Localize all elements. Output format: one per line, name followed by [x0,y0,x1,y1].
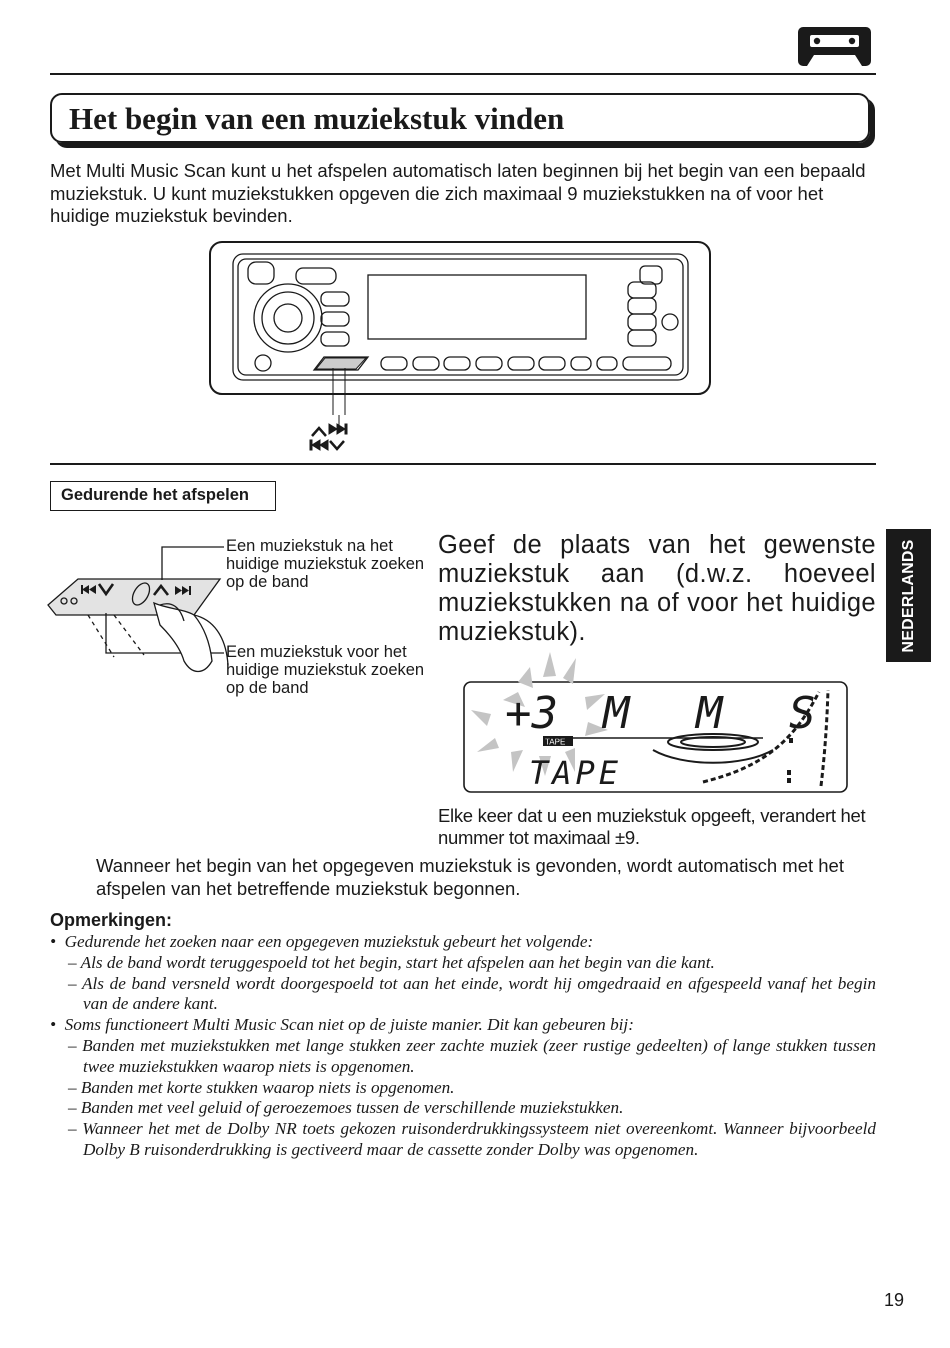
note-text: Banden met muziekstukken met lange stukk… [82,1035,877,1076]
note-text: Als de band versneld wordt doorgespoeld … [81,973,876,1014]
seek-button-hand-illustration [47,546,229,673]
note-text: Gedurende het zoeken naar een opgegeven … [64,932,594,951]
found-paragraph: Wanneer het begin van het opgegeven muzi… [96,855,844,899]
note-dash: – Banden met muziekstukken met lange stu… [68,1035,877,1076]
page-title: Het begin van een muziekstuk vinden [69,101,565,136]
step-label: Gedurende het afspelen [50,481,276,511]
note-dash: – Als de band wordt teruggespoeld tot he… [68,952,715,972]
cassette-tape-icon [798,27,871,66]
note-text: Wanneer het met de Dolby NR toets gekoze… [82,1119,876,1159]
instruction-text: Geef de plaats van het gewenste muziekst… [438,531,876,646]
note-text: Als de band wordt teruggespoeld tot het … [80,952,715,972]
car-stereo-illustration [209,241,711,451]
note-text: Banden met korte stukken waarop niets is… [80,1077,455,1097]
language-tab: NEDERLANDS [886,529,931,662]
notes-heading: Opmerkingen: [50,910,173,930]
note-bullet: • Soms functioneert Multi Music Scan nie… [50,1015,634,1035]
callout-previous-track: Een muziekstuk voor het huidige muziekst… [226,643,425,697]
title-box: Het begin van een muziekstuk vinden [50,93,870,143]
note-text: Soms functioneert Multi Music Scan niet … [64,1015,634,1035]
lcd-source: TAPE [529,754,622,792]
top-rule [50,73,876,75]
lcd-mode: M M S [601,688,835,739]
language-tab-label: NEDERLANDS [899,538,917,653]
note-dash: – Wanneer het met de Dolby NR toets geko… [68,1119,876,1159]
lcd-track-number: +3 [505,688,558,739]
note-dash: – Banden met korte stukken waarop niets … [68,1077,455,1097]
page-number: 19 [884,1290,905,1310]
rewind-down-chevron-icon [309,439,345,451]
display-caption: Elke keer dat u een muziekstuk opgeeft, … [438,805,866,848]
section-rule [50,463,876,465]
callout-next-track: Een muziekstuk na het huidige muziekstuk… [226,537,425,591]
up-chevron-fast-forward-icon [311,423,348,437]
intro-paragraph: Met Multi Music Scan kunt u het afspelen… [50,160,866,226]
note-dash: – Als de band versneld wordt doorgespoel… [68,973,876,1014]
note-text: Banden met veel geluid of geroezemoes tu… [80,1098,624,1118]
note-dash: – Banden met veel geluid of geroezemoes … [68,1098,624,1118]
lcd-tape-badge: TAPE [545,738,565,747]
lcd-display-illustration: +3 M M S TAPE TAPE [463,652,848,793]
notes-list: • Gedurende het zoeken naar een opgegeve… [50,932,876,1161]
note-bullet: • Gedurende het zoeken naar een opgegeve… [50,932,594,951]
